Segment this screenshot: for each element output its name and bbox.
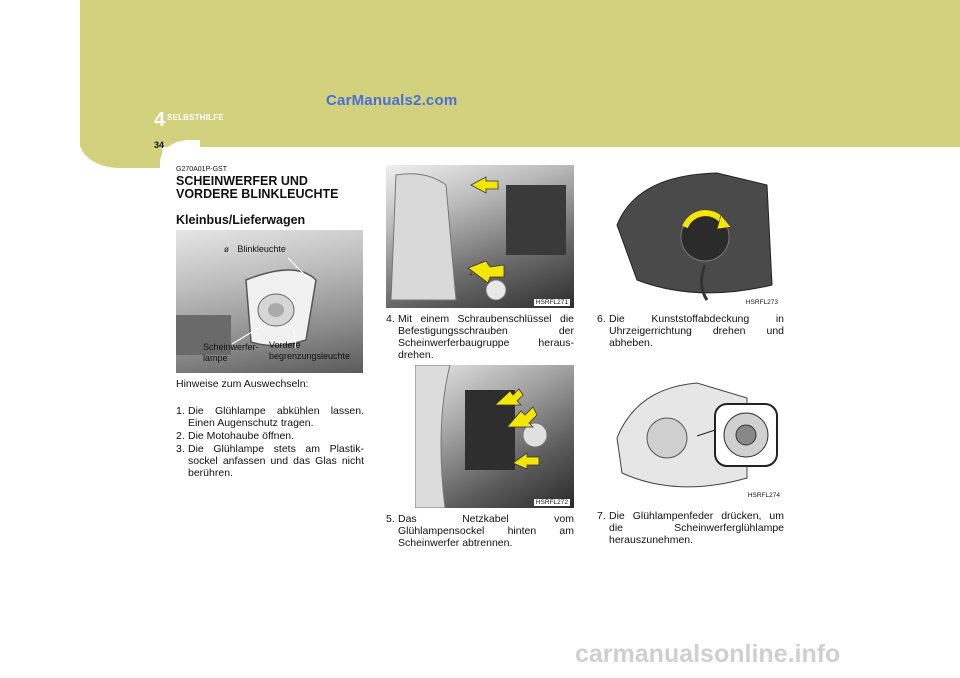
step-6: 6. Die Kunststoffabdeckung in Uhrzeigerr… (597, 313, 784, 349)
callout-headlamp-line1: Scheinwerfer- (203, 342, 259, 352)
step-number: 2. (176, 430, 185, 442)
instructions-intro: Hinweise zum Auswechseln: (176, 378, 309, 390)
section-code: G270A01P-GST (176, 166, 227, 173)
chapter-title: SELBSTHILFE (167, 113, 224, 122)
step-text: Die Kunststoffabdeckung in Uhrzeigerrich… (609, 313, 784, 349)
step-text: Die Glühlampe stets am Plastik-sockel an… (188, 443, 364, 479)
step-4: 4. Mit einem Schraubenschlüssel die Befe… (386, 313, 574, 361)
header-curve-cutout (160, 140, 200, 180)
arrow-icon (493, 388, 524, 406)
section-title-line1: SCHEINWERFER UND (176, 174, 308, 188)
step-2: 2. Die Motohaube öffnen. (176, 430, 364, 442)
section-title-line2: VORDERE BLINKLEUCHTE (176, 187, 339, 201)
callout-headlamp-line2: lampe (203, 353, 228, 363)
cable-illustration (415, 365, 548, 508)
engine-bay-illustration (390, 173, 566, 301)
arrow-icon (467, 260, 505, 284)
callout-blinker: ø Blinkleuchte (224, 244, 286, 255)
step-3: 3. Die Glühlampe stets am Plastik-sockel… (176, 443, 364, 479)
bulb-illustration (616, 382, 778, 488)
step-text: Das Netzkabel vom Glühlampensockel hinte… (398, 513, 574, 549)
header-tab-curve (80, 128, 162, 168)
step-text: Die Glühlampenfeder drücken, um die Sche… (609, 510, 784, 546)
photo-code: HSRFL271 (533, 299, 570, 306)
chapter-number: 4 (154, 109, 166, 131)
step-number: 5. (386, 513, 395, 525)
arrow-icon (506, 406, 538, 428)
step-number: 1. (176, 405, 185, 417)
photo-plastic-cover: HSRFL273 (597, 165, 784, 308)
step-text: Mit einem Schraubenschlüssel die Befesti… (398, 313, 574, 361)
chapter-header-band (80, 0, 960, 147)
callout-position-lamp: Vordere begrenzungsleuchte (269, 340, 350, 362)
headlamp-back-illustration (616, 172, 773, 301)
step-number: 6. (597, 313, 606, 325)
photo-headlamp-bolts: HSRFL271 (386, 165, 574, 308)
photo-bulb-spring: HSRFL274 (597, 358, 784, 503)
photo-code: HSRFL274 (747, 492, 780, 499)
arrow-icon (512, 452, 540, 470)
headlamp-illustration (176, 257, 317, 355)
step-number: 4. (386, 313, 395, 325)
callout-position-line2: begrenzungsleuchte (269, 351, 351, 361)
watermark-bottom[interactable]: carmanualsonline.info (575, 640, 841, 668)
step-number: 7. (597, 510, 606, 522)
arrow-head-icon (716, 214, 732, 230)
photo-power-cable: HSRFL272 (415, 365, 574, 508)
step-1: 1. Die Glühlampe abkühlen lassen. Einen … (176, 405, 364, 429)
step-5: 5. Das Netzkabel vom Glühlampensockel hi… (386, 513, 574, 549)
callout-headlamp: Scheinwerfer- lampe (203, 342, 259, 364)
callout-position-line1: Vordere (269, 340, 301, 350)
step-text: Die Glühlampe abkühlen lassen. Einen Aug… (188, 405, 364, 429)
step-text: Die Motohaube öffnen. (188, 430, 295, 442)
bullet-icon: ø (224, 245, 229, 254)
photo-code: HSRFL272 (533, 499, 570, 506)
step-number: 3. (176, 443, 185, 455)
photo-code: HSRFL273 (745, 299, 778, 306)
callout-blinker-label: Blinkleuchte (237, 244, 286, 254)
watermark-top[interactable]: CarManuals2.com (326, 92, 458, 109)
arrow-icon (470, 176, 499, 194)
page-number: 34 (154, 140, 165, 150)
section-subtitle: Kleinbus/Lieferwagen (176, 213, 306, 227)
step-7: 7. Die Glühlampenfeder drücken, um die S… (597, 510, 784, 546)
headlamp-overview-photo: ø Blinkleuchte Scheinwerfer- lampe Vorde… (176, 230, 363, 373)
